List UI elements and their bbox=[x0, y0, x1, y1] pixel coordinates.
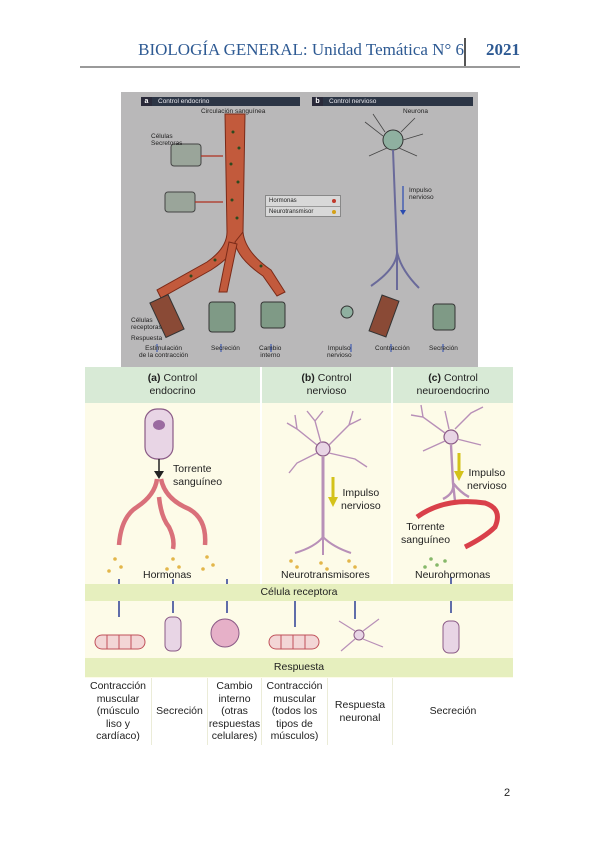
header-rule bbox=[80, 66, 520, 68]
response-text-5: Respuesta neuronal bbox=[334, 699, 386, 724]
column-c-header: (c) Control neuroendocrino bbox=[393, 367, 513, 403]
page-header: BIOLOGÍA GENERAL: Unidad Temática N° 6 2… bbox=[80, 38, 520, 66]
legend-hormones-label: Hormonas bbox=[269, 198, 297, 204]
response-arrows bbox=[156, 344, 444, 352]
response-cell-1: Contracción muscular (músculo liso y car… bbox=[85, 678, 151, 745]
response-cell-6: Secreción bbox=[393, 678, 513, 745]
receptor-cell-band: Célula receptora bbox=[85, 584, 513, 601]
response-band: Respuesta bbox=[85, 658, 513, 677]
secretory-cell-1 bbox=[170, 143, 202, 167]
neurotransmitter-particles bbox=[289, 559, 357, 571]
panel-a-title: Control endocrino bbox=[152, 97, 300, 106]
neuron-body bbox=[382, 129, 404, 151]
muscle-cell-a bbox=[149, 293, 185, 339]
blood-circulation-label: Circulación sanguínea bbox=[201, 108, 266, 115]
neuron-c-body bbox=[443, 429, 459, 445]
neurotransmitters-label: Neurotransmisores bbox=[281, 569, 370, 581]
blood-vessel-middle-branch bbox=[218, 241, 238, 293]
response-a2: Secreción bbox=[211, 345, 240, 352]
neurohormones-label: Neurohormonas bbox=[415, 569, 491, 581]
response-cell-3: Cambio interno (otras respuestas celular… bbox=[208, 678, 261, 745]
header-title: BIOLOGÍA GENERAL: Unidad Temática N° 6 bbox=[138, 40, 464, 59]
column-b-title: Control nervioso bbox=[306, 372, 352, 397]
gland-cell-a bbox=[208, 301, 236, 333]
figure-bottom-drawing bbox=[94, 367, 500, 745]
neuron-b-dendrites bbox=[286, 410, 368, 474]
receptor-cells bbox=[94, 616, 460, 654]
neurohormone-particles bbox=[423, 557, 447, 569]
response-a3: Cambio interno bbox=[259, 345, 282, 359]
legend-neurotransmitter: Neurotransmisor bbox=[266, 206, 340, 216]
bloodstream-c bbox=[415, 499, 500, 550]
column-b-header: (b) Control nervioso bbox=[262, 367, 391, 403]
postsynaptic-neuron bbox=[340, 305, 354, 319]
response-text-3: Cambio interno (otras respuestas celular… bbox=[208, 680, 261, 743]
neuron-dendrites bbox=[364, 113, 424, 157]
panel-b-tag: b bbox=[312, 97, 323, 106]
neuron-axon bbox=[370, 149, 420, 290]
figure-endocrine-vs-nervous: a Control endocrino b Control nervioso C… bbox=[121, 92, 478, 368]
bloodstream-a-label: Torrente sanguíneo bbox=[173, 463, 223, 488]
target-cell-a bbox=[260, 301, 286, 329]
bloodstream-a bbox=[116, 478, 208, 550]
legend-neurotransmitter-label: Neurotransmisor bbox=[269, 209, 314, 215]
page-number: 2 bbox=[504, 787, 511, 799]
legend-hormones: Hormonas bbox=[266, 196, 340, 206]
response-label: Respuesta bbox=[131, 335, 163, 342]
panel-b-title: Control nervioso bbox=[323, 97, 473, 106]
endocrine-cell bbox=[144, 408, 174, 460]
response-grid bbox=[150, 678, 393, 745]
column-c-title: Control neuroendocrino bbox=[416, 372, 490, 397]
response-cell-2: Secreción bbox=[152, 678, 207, 745]
panel-a-tag: a bbox=[141, 97, 152, 106]
legend-hormones-swatch bbox=[332, 199, 336, 203]
hormones-label: Hormonas bbox=[143, 569, 192, 581]
muscle-cell-b bbox=[368, 294, 400, 338]
hormone-dots bbox=[189, 130, 263, 278]
impulse-label: Impulso nervioso bbox=[409, 187, 434, 201]
hormone-particles bbox=[107, 555, 215, 573]
column-a-letter: (a) bbox=[147, 372, 161, 384]
neuron-b-body bbox=[315, 441, 331, 457]
column-b-letter: (b) bbox=[301, 372, 315, 384]
blood-vessel-right-branch bbox=[234, 230, 286, 297]
bloodstream-c-label: Torrente sanguíneo bbox=[401, 521, 451, 546]
legend-neurotransmitter-swatch bbox=[332, 210, 336, 214]
header-year: 2021 bbox=[486, 40, 520, 59]
secretory-cells-label: Células Secretoras bbox=[151, 133, 183, 147]
figure-top-drawing bbox=[149, 113, 456, 352]
header-divider bbox=[464, 38, 466, 66]
response-cell-5: Respuesta neuronal bbox=[328, 678, 392, 745]
column-c-letter: (c) bbox=[428, 372, 442, 384]
legend: Hormonas Neurotransmisor bbox=[265, 195, 341, 217]
response-text-1: Contracción muscular (músculo liso y car… bbox=[89, 680, 147, 743]
response-text-4: Contracción muscular (todos los tipos de… bbox=[266, 680, 323, 743]
response-b3: Secreción bbox=[429, 345, 458, 352]
neuron-label: Neurona bbox=[403, 108, 428, 115]
response-cell-4: Contracción muscular (todos los tipos de… bbox=[262, 678, 327, 745]
response-text-2: Secreción bbox=[156, 705, 203, 718]
impulse-c-label: Impulso nervioso bbox=[467, 467, 507, 492]
column-a-header: (a) Control endocrino bbox=[85, 367, 260, 403]
impulse-b-label: Impulso nervioso bbox=[341, 487, 381, 512]
neuron-c-dendrites bbox=[410, 404, 484, 452]
response-a1: Estimulación de la contracción bbox=[139, 345, 189, 359]
receptor-cells-label: Células receptoras bbox=[131, 317, 162, 331]
secretory-cell-2 bbox=[164, 191, 196, 213]
figure-control-types: (a) Control endocrino (b) Control nervio… bbox=[85, 367, 513, 745]
column-a-title: Control endocrino bbox=[149, 372, 198, 397]
response-text-6: Secreción bbox=[429, 705, 477, 718]
response-b1: Impulso nervioso bbox=[327, 345, 352, 359]
gland-cell-b bbox=[432, 303, 456, 331]
response-b2: Contracción bbox=[375, 345, 410, 352]
